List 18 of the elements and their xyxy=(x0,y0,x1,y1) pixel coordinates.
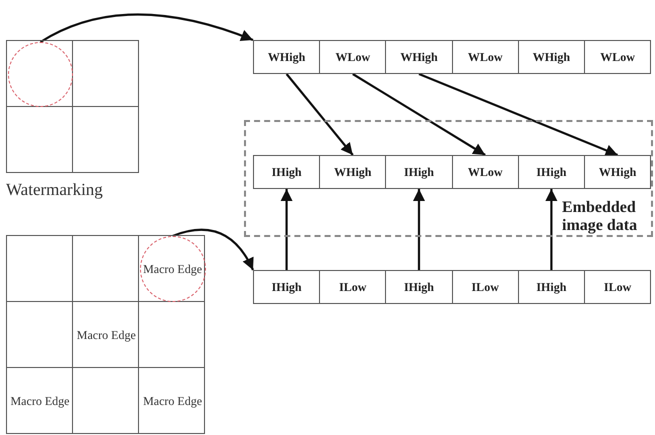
grid-drawing xyxy=(6,235,205,434)
arrow xyxy=(412,189,425,270)
arrow xyxy=(286,73,354,156)
arrow xyxy=(40,13,254,43)
grid-cell: Macro Edge xyxy=(140,236,206,302)
arrow xyxy=(545,189,558,270)
grid-drawing xyxy=(6,40,139,173)
arrow xyxy=(418,72,618,156)
caption: Watermarking xyxy=(6,180,103,200)
arrow xyxy=(172,228,254,270)
highlight-circle xyxy=(8,42,73,107)
grid-cell: Macro Edge xyxy=(73,302,140,368)
grid-cell: Macro Edge xyxy=(7,368,73,435)
region-label: Embedded image data xyxy=(562,199,638,234)
arrow xyxy=(352,73,486,156)
dashed-region xyxy=(244,120,653,237)
grid-cell: Macro Edge xyxy=(140,368,206,435)
arrow xyxy=(280,189,293,270)
